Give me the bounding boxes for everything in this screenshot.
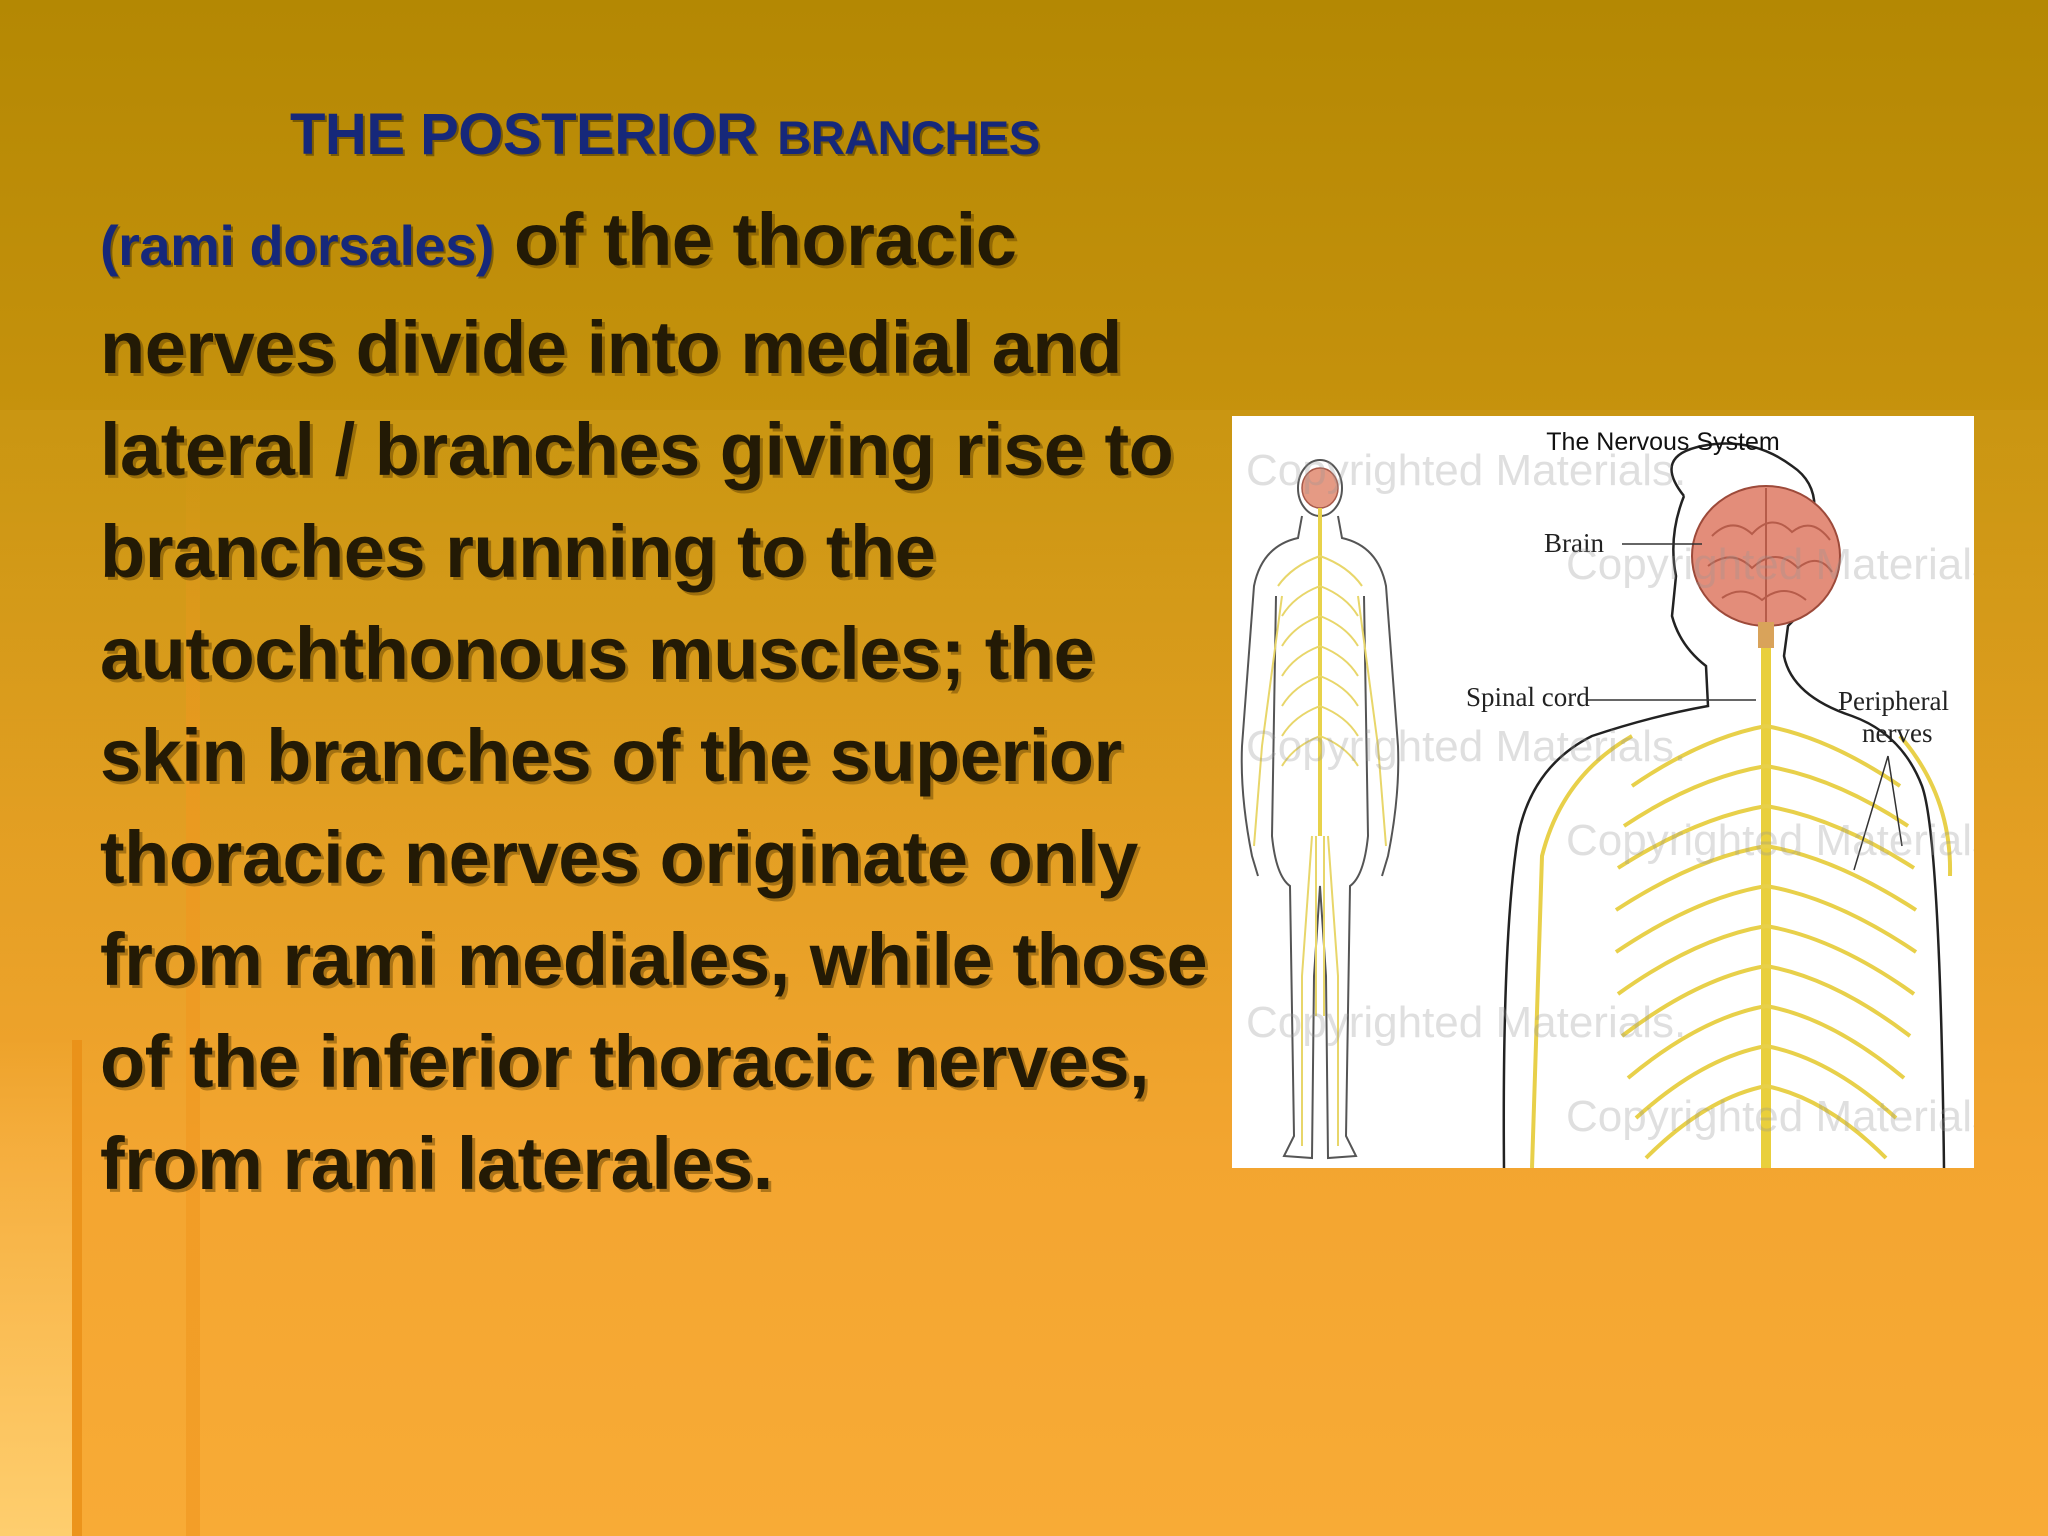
watermark: Copyrighted Materials.: [1566, 816, 1974, 865]
label-leader-lines: [1586, 543, 1903, 871]
slide-body: THE POSTERIOR BRANCHES (rami dorsales) o…: [100, 78, 1220, 1215]
title-line: THE POSTERIOR BRANCHES: [100, 78, 1220, 189]
small-peripheral-nerves: [1253, 555, 1387, 1146]
figure-title: The Nervous System: [1546, 428, 1780, 456]
brain-folds: [1707, 488, 1833, 626]
watermark: Copyrighted Materials.: [1566, 1092, 1974, 1141]
label-brain: Brain: [1544, 528, 1604, 558]
nervous-system-figure: The Nervous System Brain Spinal cord Per…: [1232, 416, 1974, 1168]
label-spinal-cord: Spinal cord: [1466, 682, 1590, 712]
brainstem: [1758, 622, 1774, 648]
decorative-stripe: [72, 1040, 82, 1536]
slide-body-text: of the thoracic nerves divide into media…: [100, 198, 1208, 1205]
torso-outline: [1502, 442, 1946, 1168]
watermark: Copyrighted Materials.: [1246, 446, 1687, 495]
label-nerves: nerves: [1862, 718, 1933, 748]
watermark: Copyrighted Materials.: [1246, 722, 1687, 771]
full-body-figure: [1240, 459, 1400, 1160]
large-peripheral-nerves: [1530, 724, 1953, 1168]
decorative-stripe: [0, 1040, 72, 1536]
watermark: Copyrighted Materials.: [1246, 998, 1687, 1047]
rami-dorsales-term: (rami dorsales): [100, 214, 495, 277]
slide-title-suffix: BRANCHES: [777, 111, 1040, 164]
label-peripheral: Peripheral: [1838, 686, 1949, 716]
slide-title: THE POSTERIOR: [290, 102, 758, 167]
nervous-system-illustration: [1240, 442, 1953, 1168]
watermark: Copyrighted Materials.: [1566, 540, 1974, 589]
